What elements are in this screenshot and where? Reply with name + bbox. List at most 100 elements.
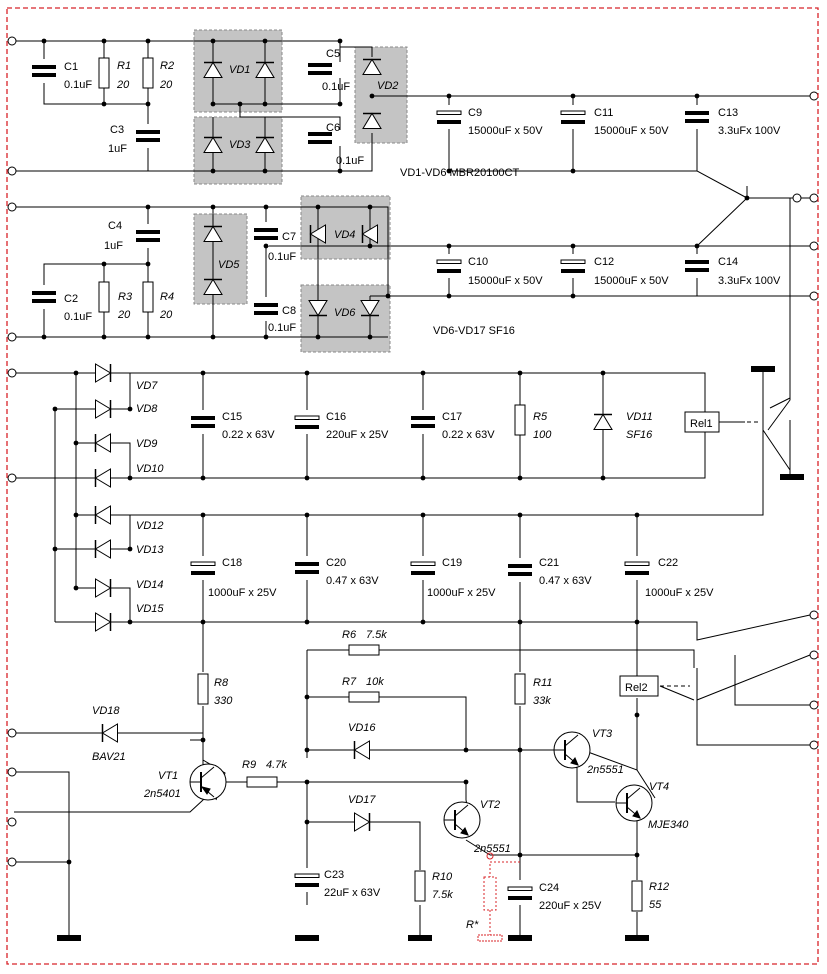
r4-value-label: 20 (159, 309, 173, 321)
junction-dot (304, 694, 310, 700)
wire (55, 614, 811, 641)
junction-dot (634, 712, 640, 718)
c8-capacitor (254, 297, 278, 321)
junction-dot (41, 334, 47, 340)
vd18-diode (101, 723, 118, 743)
junction-dot (145, 101, 151, 107)
c6-capacitor (308, 126, 332, 150)
junction-dot (210, 204, 216, 210)
junction-dot (600, 475, 606, 481)
vd6-ref-label: VD6 (334, 307, 356, 319)
r1-value-label: 20 (116, 79, 130, 91)
vd15-ref-label: VD15 (136, 603, 164, 615)
c23-capacitor (294, 868, 320, 892)
vd1-diode-b (255, 61, 275, 78)
junction-dot (570, 293, 576, 299)
wire (103, 264, 149, 337)
c22-capacitor (624, 556, 650, 580)
vd8-diode (95, 399, 112, 419)
vt3-value-label: 2n5551 (586, 764, 624, 776)
vt1-value-label: 2n5401 (143, 788, 181, 800)
junction-dot (517, 475, 523, 481)
rel1-relay-label: Rel1 (690, 418, 713, 430)
ground-symbol (295, 935, 319, 941)
c24-capacitor (507, 881, 533, 905)
c10-value-label: 15000uF x 50V (468, 275, 543, 287)
c20-value-label: 0.47 x 63V (326, 575, 379, 587)
c11-ref-label: C11 (594, 107, 613, 119)
junction-dot (337, 38, 343, 44)
module-vd5 (193, 213, 248, 305)
junction-dot (304, 370, 310, 376)
junction-dot (145, 38, 151, 44)
c17-capacitor (411, 410, 435, 434)
junction-dot (304, 512, 310, 518)
c20-capacitor (295, 556, 319, 580)
terminal (809, 650, 819, 660)
wire (762, 372, 791, 478)
rel1-contact-top (751, 366, 775, 372)
vd14-diode (95, 578, 112, 598)
terminal (7, 767, 17, 777)
vd7-ref-label: VD7 (136, 380, 158, 392)
terminal (7, 202, 17, 212)
r3-value-label: 20 (117, 309, 131, 321)
c7-value-label: 0.1uF (268, 251, 296, 263)
module-vd2 (354, 46, 408, 144)
c14-ref-label: C14 (718, 256, 738, 268)
r7-ref-label: R7 (342, 676, 357, 688)
c9-ref-label: C9 (468, 107, 482, 119)
r10-resistor (414, 870, 426, 902)
rstar-ground (477, 934, 503, 942)
r5-ref-label: R5 (533, 411, 548, 423)
junction-dot (446, 243, 452, 249)
c15-ref-label: C15 (222, 411, 242, 423)
terminal (809, 700, 819, 710)
terminal (809, 91, 819, 101)
c13-value-label: 3.3uFx 100V (718, 125, 781, 137)
c11-capacitor (560, 105, 586, 129)
vt2-value-label: 2n5551 (473, 843, 511, 855)
r11-ref-label: R11 (533, 677, 552, 689)
rel1-relay (684, 411, 720, 433)
junction-dot (262, 38, 268, 44)
c4-capacitor (136, 224, 160, 248)
c16-ref-label: C16 (326, 411, 346, 423)
terminal (7, 166, 17, 176)
r7-value-label: 10k (366, 676, 384, 688)
c6-value-label: 0.1uF (336, 155, 364, 167)
r5-resistor (514, 404, 526, 436)
junction-dot (570, 93, 576, 99)
terminal (809, 291, 819, 301)
junction-dot (101, 261, 107, 267)
vd4-diode-b (361, 224, 378, 244)
c15-value-label: 0.22 x 63V (222, 429, 275, 441)
vd11-ref-label: VD11 (626, 411, 653, 423)
wire (696, 654, 811, 746)
junction-dot (634, 512, 640, 518)
transistor-internals (190, 766, 215, 798)
c7-capacitor (254, 222, 278, 246)
vd9-ref-label: VD9 (136, 438, 157, 450)
board-outline (6, 7, 819, 965)
wire (43, 41, 149, 105)
c19-value-label: 1000uF x 25V (427, 587, 496, 599)
c5-value-label: 0.1uF (322, 81, 350, 93)
junction-dot (337, 168, 343, 174)
vd4-diode-a (309, 224, 326, 244)
c12-capacitor (560, 254, 586, 278)
junction-dot (263, 334, 269, 340)
rstar-resistor (483, 876, 497, 911)
r5-value-label: 100 (533, 429, 552, 441)
junction-dot (463, 779, 469, 785)
r6-value-label: 7.5k (366, 629, 387, 641)
junction-dot (237, 101, 243, 107)
terminal (7, 473, 17, 483)
r10-ref-label: R10 (432, 871, 453, 883)
r12-ref-label: R12 (649, 881, 669, 893)
junction-dot (304, 819, 310, 825)
r1-resistor (98, 57, 110, 89)
c6-ref-label: C6 (326, 122, 340, 134)
rel2-relay (619, 675, 659, 697)
